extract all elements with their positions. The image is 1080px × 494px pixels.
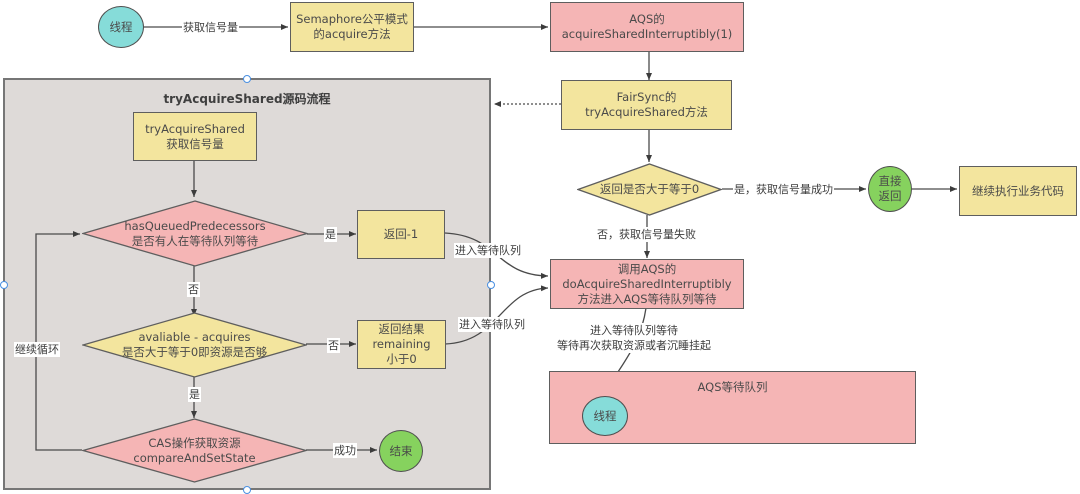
edge-label-enter-queue-2: 进入等待队列 xyxy=(458,317,526,332)
edge-label-no: 否 xyxy=(187,282,200,297)
edge-label-yes-2: 是 xyxy=(188,387,201,402)
decision-text: 返回是否大于等于0 xyxy=(599,182,700,196)
queue-title: AQS等待队列 xyxy=(697,380,768,394)
decision-text: avaliable - acquires 是否大于等于0即资源是否够 xyxy=(121,330,268,359)
edge-label-no-2: 否 xyxy=(327,338,340,353)
selection-handle-bottom[interactable] xyxy=(243,486,251,494)
diamond-shape xyxy=(82,312,307,378)
decision-available-resources[interactable]: avaliable - acquires 是否大于等于0即资源是否够 xyxy=(82,312,307,378)
continue-business-node[interactable]: 继续执行业务代码 xyxy=(959,166,1077,216)
edge-label-get-semaphore: 获取信号量 xyxy=(182,20,239,35)
direct-return-node[interactable]: 直接 返回 xyxy=(868,166,912,212)
aqs-do-acquire-node[interactable]: 调用AQS的 doAcquireSharedInterruptibly 方法进入… xyxy=(550,259,744,309)
fairsync-try-acquire-shared-node[interactable]: FairSync的 tryAcquireShared方法 xyxy=(561,80,732,130)
return-remaining-node[interactable]: 返回结果 remaining 小于0 xyxy=(357,320,446,369)
edge-label-enter-queue-1: 进入等待队列 xyxy=(454,243,522,258)
decision-has-queued-predecessors[interactable]: hasQueuedPredecessors 是否有人在等待队列等待 xyxy=(82,200,308,267)
decision-return-ge-zero[interactable]: 返回是否大于等于0 xyxy=(577,163,722,216)
edge-label-loop: 继续循环 xyxy=(14,342,60,357)
decision-cas[interactable]: CAS操作获取资源 compareAndSetState xyxy=(82,418,307,483)
diamond-shape xyxy=(577,163,722,216)
return-minus-one-node[interactable]: 返回-1 xyxy=(357,210,445,259)
diamond-shape xyxy=(82,200,308,267)
end-node[interactable]: 结束 xyxy=(379,430,423,472)
try-acquire-shared-start-node[interactable]: tryAcquireShared 获取信号量 xyxy=(133,112,257,161)
semaphore-acquire-node[interactable]: Semaphore公平模式 的acquire方法 xyxy=(290,2,414,52)
edge-label-yes: 是 xyxy=(324,227,337,242)
edge-label-success: 成功 xyxy=(333,443,357,458)
thread-start-node[interactable]: 线程 xyxy=(98,6,144,48)
queue-thread-node[interactable]: 线程 xyxy=(582,396,628,436)
container-title: tryAcquireShared源码流程 xyxy=(163,92,331,106)
edge-label-yes-success: 是，获取信号量成功 xyxy=(733,182,834,197)
selection-handle-left[interactable] xyxy=(0,281,8,289)
edge-label-wait: 进入等待队列等待 等待再次获取资源或者沉睡挂起 xyxy=(556,323,712,353)
diamond-shape xyxy=(82,418,307,483)
selection-handle-top[interactable] xyxy=(243,75,251,83)
edge-label-no-fail: 否，获取信号量失败 xyxy=(596,227,697,242)
decision-text: CAS操作获取资源 compareAndSetState xyxy=(133,435,256,465)
decision-text: hasQueuedPredecessors 是否有人在等待队列等待 xyxy=(124,218,266,248)
aqs-acquire-shared-interruptibly-node[interactable]: AQS的 acquireSharedInterruptibly(1) xyxy=(550,2,744,52)
selection-handle-right[interactable] xyxy=(487,281,495,289)
